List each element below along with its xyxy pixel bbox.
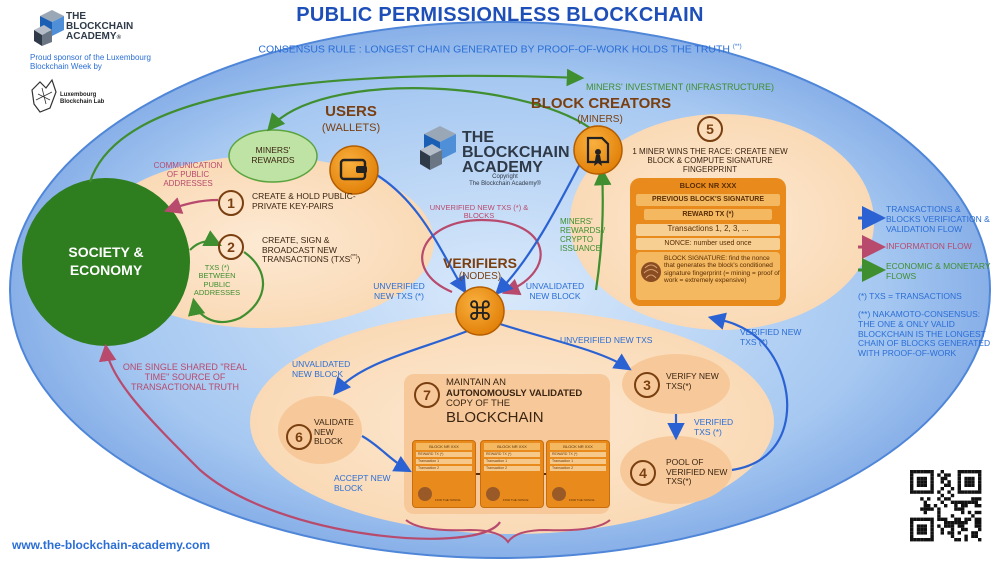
center-logo-cubes	[420, 126, 456, 170]
mini-block-3: BLOCK NR XXX REWARD TX (*) Transaction 1…	[546, 440, 610, 508]
mini-block-2: BLOCK NR XXX REWARD TX (*) Transaction 1…	[480, 440, 544, 508]
step7-label: MAINTAIN AN AUTONOMOUSLY VALIDATED COPY …	[446, 377, 583, 426]
logo-line2: BLOCKCHAIN	[66, 21, 134, 32]
subtitle-mark: (**)	[732, 44, 742, 50]
miners-title: BLOCK CREATORS	[530, 95, 672, 112]
certificate-icon	[586, 136, 610, 164]
verifiers-to-step3-blue	[499, 322, 632, 371]
mini-block-1: BLOCK NR XXX REWARD TX (*) Transaction 1…	[412, 440, 476, 508]
step2-label: CREATE, SIGN & BROADCAST NEW TRANSACTION…	[262, 235, 361, 265]
society-to-miners-green	[88, 68, 585, 183]
society-circle	[22, 178, 190, 346]
center-logo-text: THE BLOCKCHAIN ACADEMY	[462, 129, 570, 177]
academy-logo-cubes	[34, 10, 64, 46]
step4-number: 4	[630, 460, 656, 486]
command-icon: ⌘	[467, 297, 493, 327]
logo-line3: ACADEMY®	[66, 31, 121, 42]
unverified-out-label: UNVERIFIED NEW TXS	[560, 335, 653, 345]
qr-code	[907, 467, 985, 545]
block-prev-signature: PREVIOUS BLOCK'S SIGNATURE	[652, 196, 764, 203]
step6-to-chain-blue	[361, 435, 412, 473]
users-title: USERS	[325, 103, 377, 120]
subtitle-text: CONSENSUS RULE : LONGEST CHAIN GENERATED…	[258, 43, 730, 56]
verifiers-to-step6-blue	[333, 328, 471, 396]
step6-number: 6	[286, 424, 312, 450]
center-logo-copyright: Copyright The Blockchain Academy®	[469, 174, 541, 187]
step4-bubble	[620, 436, 732, 504]
luxembourg-lab-lion-icon	[31, 78, 57, 113]
block-title: BLOCK NR XXX	[679, 181, 737, 190]
block-nonce: NONCE: number used once	[664, 240, 752, 247]
rewards-issuance-label: MINERS' REWARDS / CRYPTO ISSUANCE	[560, 217, 606, 253]
legend-flow1: TRANSACTIONS & BLOCKS VERIFICATION & VAL…	[886, 204, 990, 234]
verifiers-subtitle: (NODES)	[458, 271, 502, 282]
step5-number: 5	[697, 116, 723, 142]
unvalidated-out-label: UNVALIDATED NEW BLOCK	[292, 359, 351, 379]
wallet-to-verifiers-blue	[371, 171, 467, 294]
block-signature: BLOCK SIGNATURE: find the nonce that gen…	[664, 255, 780, 284]
step5-label: 1 MINER WINS THE RACE: CREATE NEW BLOCK …	[632, 147, 788, 174]
page-subtitle: CONSENSUS RULE : LONGEST CHAIN GENERATED…	[230, 44, 770, 56]
step6-label: VALIDATE NEW BLOCK	[314, 417, 354, 447]
wallet-node	[329, 145, 379, 195]
block-reward: REWARD TX (*)	[682, 211, 734, 218]
txs-between-loop-green	[187, 251, 265, 324]
crypto-issuance-green	[593, 167, 612, 291]
accept-label: ACCEPT NEW BLOCK	[334, 473, 391, 493]
step3-number: 3	[634, 372, 660, 398]
miners-rewards-label: MINERS' REWARDS	[251, 145, 295, 165]
mini-fingerprint-icon	[418, 487, 432, 501]
unverified-loop-label: UNVERIFIED NEW TXS (*) & BLOCKS	[429, 203, 529, 221]
legend-note1: (*) TXS = TRANSACTIONS	[858, 291, 962, 301]
society-label: SOCIETY & ECONOMY	[68, 244, 144, 278]
verifiers-loop-arrow	[421, 218, 542, 296]
page-title: PUBLIC PERMISSIONLESS BLOCKCHAIN	[296, 4, 704, 26]
logo-line1: THE	[66, 11, 86, 22]
legend-note2: (**) NAKAMOTO-CONSENSUS: THE ONE & ONLY …	[858, 309, 991, 359]
brace-red	[405, 519, 611, 544]
verified-out-label: VERIFIED NEW TXS (*)	[740, 327, 802, 347]
unvalidated-in-label: UNVALIDATED NEW BLOCK	[525, 281, 585, 301]
truth-to-society-red	[98, 343, 501, 540]
verified-txs-label: VERIFIED TXS (*)	[694, 417, 734, 437]
step2-number: 2	[218, 234, 244, 260]
lab-name: Luxembourg Blockchain Lab	[60, 92, 105, 106]
verifiers-title: VERIFIERS	[443, 255, 517, 271]
step1-number: 1	[218, 190, 244, 216]
step4-to-miners-blue	[707, 312, 789, 472]
miners-to-users-rewards-green	[267, 87, 591, 132]
block-transactions: Transactions 1, 2, 3, ...	[667, 224, 749, 233]
miner-to-verifiers-blue	[494, 159, 583, 296]
footer-url[interactable]: www.the-blockchain-academy.com	[12, 538, 211, 552]
public-addresses-red	[163, 197, 219, 214]
users-subtitle: (WALLETS)	[321, 122, 381, 134]
sponsor-text: Proud sponsor of the Luxembourg Blockcha…	[30, 53, 151, 71]
step3-label: VERIFY NEW TXS(*)	[666, 371, 719, 391]
step1-label: CREATE & HOLD PUBLIC-PRIVATE KEY-PAIRS	[252, 191, 356, 211]
verifiers-node	[455, 286, 505, 336]
step7-number: 7	[414, 382, 440, 408]
unverified-in-label: UNVERIFIED NEW TXS (*)	[373, 281, 425, 301]
truth-label: ONE SINGLE SHARED "REAL TIME" SOURCE OF …	[122, 362, 248, 393]
miners-investment-label: MINERS' INVESTMENT (INFRASTRUCTURE)	[586, 82, 775, 92]
legend-flow2: INFORMATION FLOW	[886, 241, 972, 251]
society-to-step2-green	[189, 230, 222, 251]
step3-bubble	[622, 354, 730, 414]
logo-text: THE BLOCKCHAIN ACADEMY®	[66, 12, 133, 42]
mini-fingerprint-icon	[552, 487, 566, 501]
communication-label: COMMUNICATION OF PUBLIC ADDRESSES	[153, 161, 223, 188]
miners-subtitle: (MINERS)	[577, 114, 623, 125]
legend-flow3: ECONOMIC & MONETARY FLOWS	[886, 261, 991, 281]
txs-between-label: TXS (*) BETWEEN PUBLIC ADDRESSES	[193, 263, 241, 298]
step4-label: POOL OF VERIFIED NEW TXS(*)	[666, 457, 728, 487]
mini-fingerprint-icon	[486, 487, 500, 501]
